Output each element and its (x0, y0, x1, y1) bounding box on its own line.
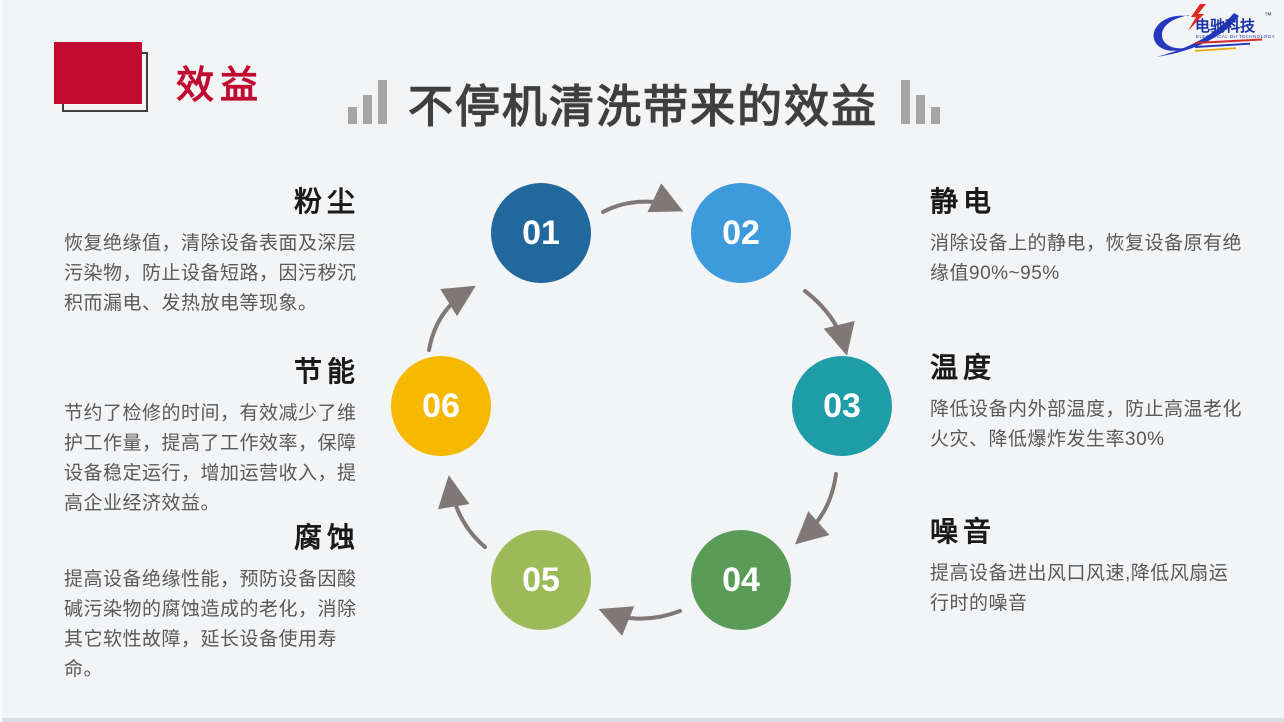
arrow-02-to-03 (803, 289, 855, 356)
logo-underline-red (1195, 38, 1262, 44)
cycle-step-06: 06 (391, 356, 491, 456)
benefit-static: 静电 消除设备上的静电，恢复设备原有绝缘值90%~95% (930, 180, 1242, 289)
arrow-05-to-06 (438, 475, 487, 549)
benefit-description: 节约了检修的时间，有效减少了维护工作量，提高了工作效率，保障设备稳定运行，增加运… (64, 403, 357, 515)
arrow-06-to-01 (427, 285, 476, 352)
logo-underline-blue (1195, 42, 1250, 48)
decorative-red-square (54, 42, 142, 104)
logo-name: 电驰科技 (1195, 17, 1256, 35)
slide-title: 不停机清洗带来的效益 (407, 81, 879, 132)
cycle-step-02: 02 (691, 183, 791, 283)
benefit-description: 恢复绝缘值，清除设备表面及深层污染物，防止设备短路，因污秽沉积而漏电、发热放电等… (64, 233, 357, 315)
arrow-03-to-04 (795, 472, 838, 545)
step-number: 04 (722, 560, 760, 599)
cycle-step-04: 04 (691, 530, 791, 630)
logo-underline-yellow (1195, 47, 1236, 52)
lightning-icon (1188, 4, 1206, 31)
benefit-title: 温度 (930, 352, 997, 383)
benefit-description: 提高设备进出风口风速,降低风扇运行时的噪音 (930, 563, 1229, 615)
benefit-description: 消除设备上的静电，恢复设备原有绝缘值90%~95% (930, 233, 1243, 285)
benefit-corrosion: 腐蚀 提高设备绝缘性能，预防设备因酸碱污染物的腐蚀造成的老化，消除其它软性故障，… (64, 516, 362, 685)
step-number: 06 (422, 386, 460, 425)
benefit-energy: 节能 节约了检修的时间，有效减少了维护工作量，提高了工作效率，保障设备稳定运行，… (64, 350, 362, 519)
benefit-title: 粉尘 (293, 186, 360, 217)
step-number: 02 (722, 213, 760, 252)
benefit-dust: 粉尘 恢复绝缘值，清除设备表面及深层污染物，防止设备短路，因污秽沉积而漏电、发热… (64, 180, 362, 319)
logo-swoosh-icon (1153, 15, 1190, 51)
title-bars-left-icon (348, 80, 387, 124)
company-logo: 电驰科技 ™ ELECTRICAL DH TECHNOLOGY (1153, 4, 1275, 57)
cycle-step-05: 05 (491, 530, 591, 630)
benefit-temperature: 温度 降低设备内外部温度，防止高温老化火灾、降低爆炸发生率30% (930, 346, 1242, 455)
logo-trademark: ™ (1264, 11, 1272, 20)
cycle-step-01: 01 (491, 183, 591, 283)
step-number: 01 (522, 213, 560, 252)
arrow-01-to-02 (601, 183, 684, 214)
benefit-description: 降低设备内外部温度，防止高温老化火灾、降低爆炸发生率30% (930, 399, 1243, 451)
benefit-description: 提高设备绝缘性能，预防设备因酸碱污染物的腐蚀造成的老化，消除其它软性故障，延长设… (64, 569, 357, 681)
benefit-noise: 噪音 提高设备进出风口风速,降低风扇运行时的噪音 (930, 510, 1242, 619)
benefit-title: 节能 (293, 356, 360, 387)
step-number: 03 (823, 386, 861, 425)
benefit-title: 静电 (930, 186, 997, 217)
step-number: 05 (522, 560, 560, 599)
title-bars-right-icon (901, 80, 940, 124)
slide-bottom-edge (2, 718, 1284, 722)
logo-swoosh-tail-icon (1156, 13, 1239, 57)
arrow-04-to-05 (598, 606, 682, 636)
benefit-title: 腐蚀 (293, 522, 360, 553)
section-label: 效益 (176, 65, 265, 107)
benefit-title: 噪音 (930, 516, 997, 547)
logo-tagline: ELECTRICAL DH TECHNOLOGY (1196, 34, 1275, 39)
cycle-step-03: 03 (792, 356, 892, 456)
